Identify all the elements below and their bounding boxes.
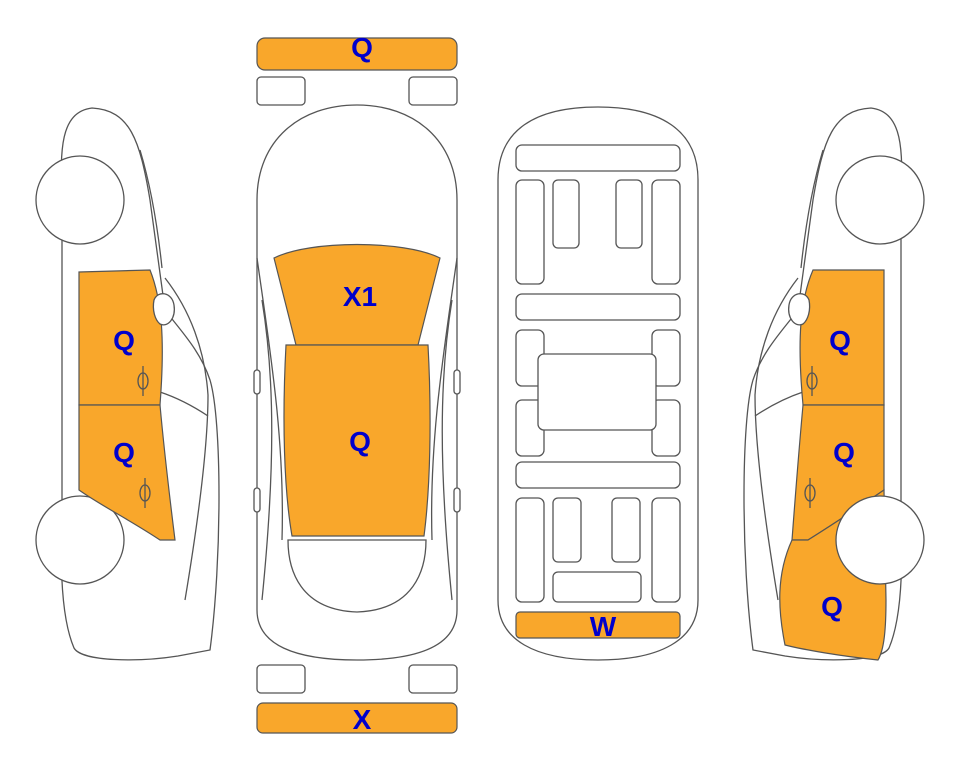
left-mirror bbox=[152, 293, 175, 326]
left-front-door-handle-icon bbox=[137, 366, 149, 396]
left-rear-door-code: Q bbox=[113, 437, 135, 468]
right-side-roof-line bbox=[800, 149, 824, 269]
right-front-door-handle-icon bbox=[806, 366, 818, 396]
underside-rear-tank bbox=[552, 571, 642, 603]
front-right-headlight bbox=[408, 76, 458, 106]
top-right-rear-marker bbox=[453, 487, 461, 513]
right-front-door-code: Q bbox=[829, 325, 851, 356]
left-front-wheel bbox=[35, 155, 125, 245]
front-bumper-panel[interactable] bbox=[256, 37, 458, 71]
rear-right-taillight bbox=[408, 664, 458, 694]
right-rear-quarter-code: Q bbox=[821, 591, 843, 622]
roof-panel[interactable] bbox=[283, 344, 431, 537]
underside-rear-right-rail bbox=[651, 497, 681, 603]
right-side-view: Q Q Q bbox=[743, 107, 925, 661]
right-rear-door-handle-icon bbox=[804, 478, 816, 508]
front-left-headlight bbox=[256, 76, 306, 106]
top-view-right-body-line bbox=[441, 299, 453, 601]
right-mirror bbox=[788, 293, 811, 326]
rear-bumper-panel[interactable] bbox=[256, 702, 458, 734]
left-rear-door-panel[interactable] bbox=[78, 404, 176, 541]
top-left-rear-marker bbox=[253, 487, 261, 513]
underside-rear-crossmember bbox=[515, 461, 681, 489]
underside-rear-left-rail bbox=[515, 497, 545, 603]
underside-rear-panel-code: W bbox=[590, 611, 617, 642]
underside-front-right-rail bbox=[651, 179, 681, 285]
underside-rear-panel[interactable] bbox=[515, 611, 681, 639]
right-side-mirror-line bbox=[754, 391, 804, 417]
top-view: Q X1 Q X bbox=[253, 32, 461, 735]
underside-front-left-strut bbox=[552, 179, 580, 249]
windshield-code: X1 bbox=[343, 281, 377, 312]
left-side-view: Q Q bbox=[35, 107, 220, 661]
underside-center-pan bbox=[537, 353, 657, 431]
top-view-rear-window bbox=[287, 539, 427, 613]
windshield-panel[interactable] bbox=[273, 243, 441, 346]
underside-front-left-rail bbox=[515, 179, 545, 285]
rear-left-taillight bbox=[256, 664, 306, 694]
right-rear-door-code: Q bbox=[833, 437, 855, 468]
top-view-left-body-line bbox=[261, 299, 273, 601]
underside-front-right-strut bbox=[615, 179, 643, 249]
underside-front-crossmember bbox=[515, 144, 681, 172]
underside-view: W bbox=[497, 106, 699, 661]
right-rear-wheel bbox=[835, 495, 925, 585]
left-front-door-code: Q bbox=[113, 325, 135, 356]
top-view-left-pillar bbox=[256, 257, 283, 541]
top-left-mirror bbox=[253, 369, 261, 395]
right-front-wheel bbox=[835, 155, 925, 245]
underside-rear-left-strut bbox=[552, 497, 582, 563]
front-bumper-code: Q bbox=[351, 32, 373, 63]
left-side-roof-line bbox=[139, 149, 163, 269]
left-rear-door-handle-icon bbox=[139, 478, 151, 508]
roof-code: Q bbox=[349, 426, 371, 457]
left-side-window-line bbox=[164, 277, 209, 601]
underside-rear-right-strut bbox=[611, 497, 641, 563]
left-rear-wheel bbox=[35, 495, 125, 585]
rear-bumper-code: X bbox=[353, 704, 372, 735]
top-right-mirror bbox=[453, 369, 461, 395]
right-side-window-line bbox=[754, 277, 799, 601]
left-side-mirror-line bbox=[159, 391, 209, 417]
top-view-right-pillar bbox=[431, 257, 458, 541]
underside-mid-crossmember bbox=[515, 293, 681, 321]
